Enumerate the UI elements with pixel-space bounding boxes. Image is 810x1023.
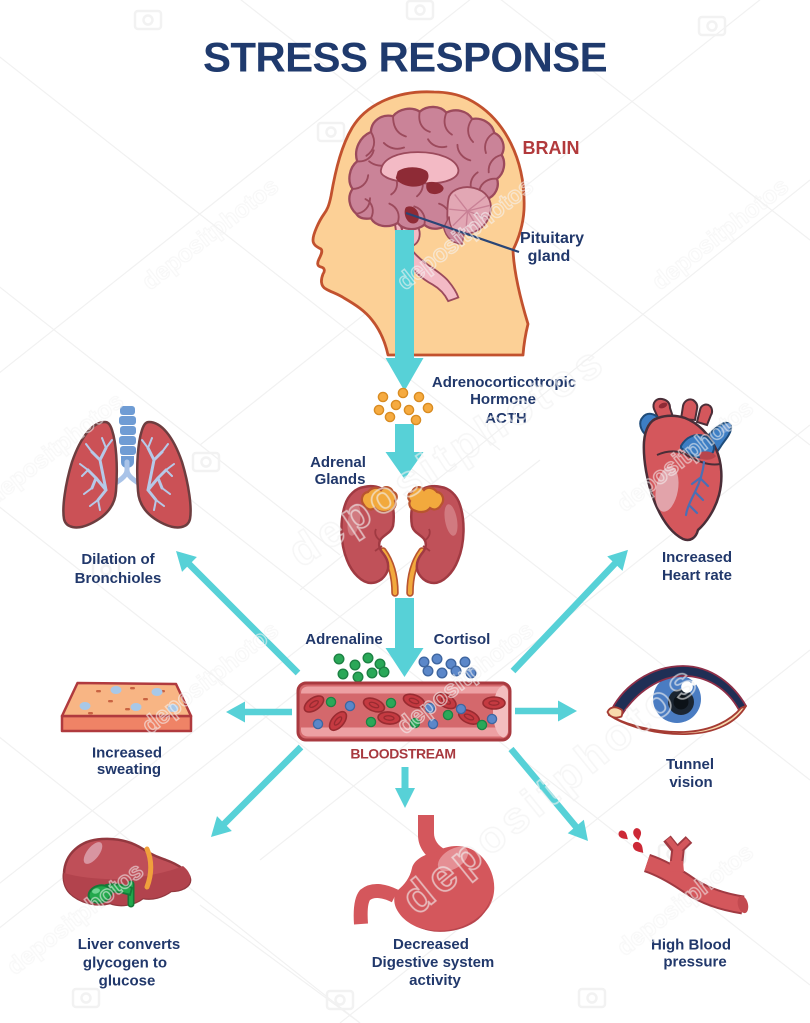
svg-text:Adrenocorticotropic: Adrenocorticotropic: [432, 374, 576, 391]
svg-text:Glands: Glands: [315, 471, 366, 488]
svg-text:Tunnel: Tunnel: [666, 756, 714, 773]
svg-text:Adrenal: Adrenal: [310, 454, 366, 471]
svg-text:activity: activity: [409, 972, 461, 989]
svg-text:ACTH: ACTH: [485, 410, 527, 427]
svg-text:pressure: pressure: [663, 954, 726, 971]
svg-text:Hormone: Hormone: [470, 391, 536, 408]
svg-text:High Blood: High Blood: [651, 937, 731, 954]
svg-text:STRESS RESPONSE: STRESS RESPONSE: [203, 34, 607, 81]
svg-text:Increased: Increased: [92, 745, 162, 762]
svg-text:vision: vision: [669, 774, 712, 791]
svg-text:gland: gland: [528, 248, 571, 265]
svg-text:Digestive system: Digestive system: [372, 954, 495, 971]
svg-text:Liver converts: Liver converts: [78, 936, 181, 953]
svg-text:Cortisol: Cortisol: [434, 631, 491, 648]
svg-text:Pituitary: Pituitary: [520, 230, 584, 247]
svg-text:Bronchioles: Bronchioles: [75, 570, 162, 587]
svg-text:glucose: glucose: [99, 973, 156, 990]
svg-text:Dilation of: Dilation of: [81, 551, 155, 568]
svg-text:Decreased: Decreased: [393, 936, 469, 953]
svg-text:Adrenaline: Adrenaline: [305, 631, 383, 648]
svg-text:Heart rate: Heart rate: [662, 567, 732, 584]
svg-text:BRAIN: BRAIN: [523, 138, 580, 158]
svg-text:Increased: Increased: [662, 549, 732, 566]
svg-text:BLOODSTREAM: BLOODSTREAM: [350, 746, 455, 762]
svg-text:glycogen to: glycogen to: [83, 955, 167, 972]
svg-text:sweating: sweating: [97, 761, 161, 778]
